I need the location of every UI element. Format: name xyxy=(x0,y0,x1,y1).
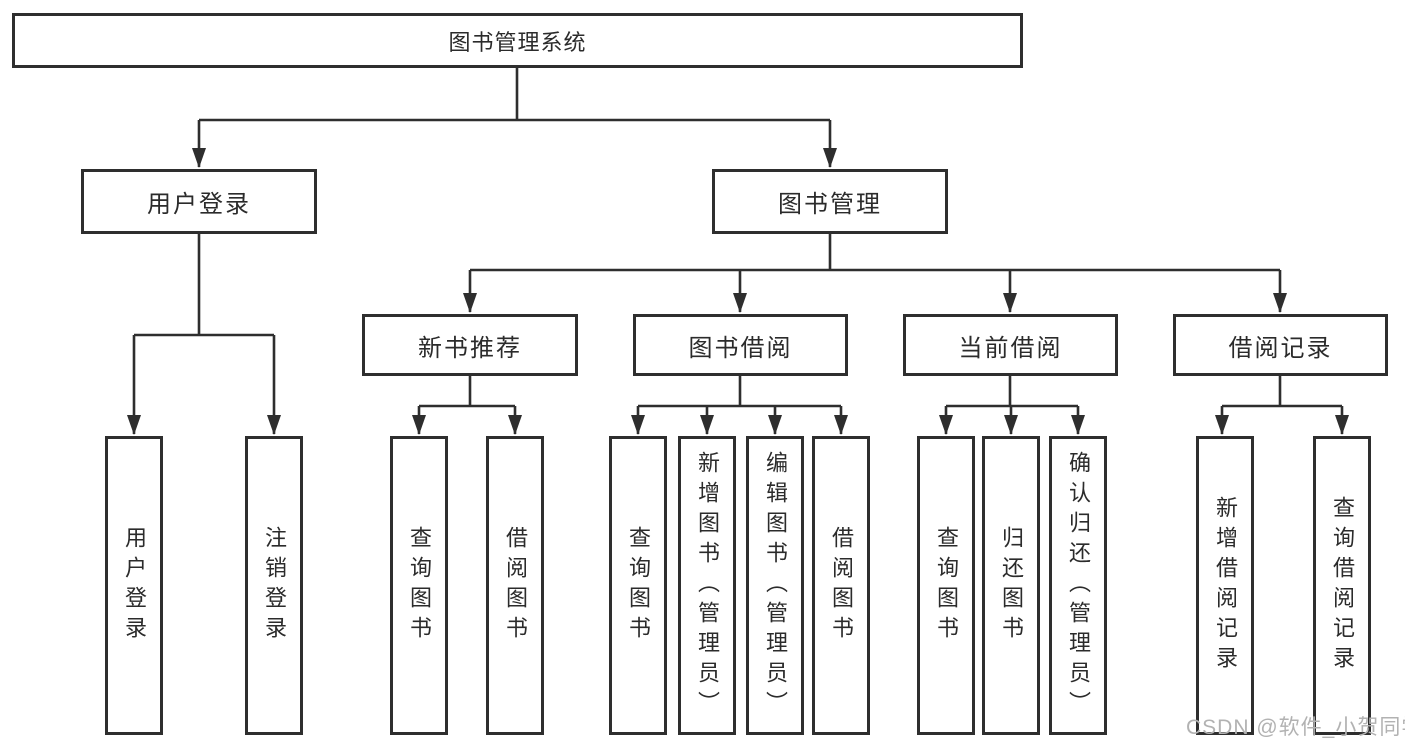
node-user-login: 用户登录 xyxy=(81,169,317,234)
leaf-query-books-2: 查询图书 xyxy=(609,436,667,735)
csdn-watermark: CSDN @软件_小贺同学 xyxy=(1186,716,1405,739)
node-borrowing-records: 借阅记录 xyxy=(1173,314,1388,376)
leaf-query-borrow-record-label: 查询借阅记录 xyxy=(1330,495,1355,676)
node-new-book-recommendation: 新书推荐 xyxy=(362,314,578,376)
leaf-confirm-return-admin: 确认归还（管理员） xyxy=(1049,436,1107,735)
leaf-borrow-books-2-label: 借阅图书 xyxy=(829,525,854,646)
leaf-add-borrow-record-label: 新增借阅记录 xyxy=(1213,495,1238,676)
leaf-add-borrow-record: 新增借阅记录 xyxy=(1196,436,1254,735)
leaf-logout: 注销登录 xyxy=(245,436,303,735)
leaf-query-borrow-record: 查询借阅记录 xyxy=(1313,436,1371,735)
leaf-query-books-3-label: 查询图书 xyxy=(934,525,959,646)
leaf-edit-book-admin: 编辑图书（管理员） xyxy=(746,436,804,735)
leaf-user-login: 用户登录 xyxy=(105,436,163,735)
node-library-management-system: 图书管理系统 xyxy=(12,13,1023,68)
node-book-management: 图书管理 xyxy=(712,169,948,234)
node-book-borrowing: 图书借阅 xyxy=(633,314,848,376)
leaf-edit-book-admin-label: 编辑图书（管理员） xyxy=(763,450,788,721)
leaf-query-books-1: 查询图书 xyxy=(390,436,448,735)
leaf-borrow-books-2: 借阅图书 xyxy=(812,436,870,735)
leaf-borrow-books-1: 借阅图书 xyxy=(486,436,544,735)
leaf-borrow-books-1-label: 借阅图书 xyxy=(503,525,528,646)
leaf-query-books-1-label: 查询图书 xyxy=(407,525,432,646)
leaf-logout-label: 注销登录 xyxy=(262,525,287,646)
leaf-confirm-return-admin-label: 确认归还（管理员） xyxy=(1066,450,1091,721)
node-current-borrowing: 当前借阅 xyxy=(903,314,1118,376)
leaf-add-book-admin-label: 新增图书（管理员） xyxy=(695,450,720,721)
leaf-query-books-3: 查询图书 xyxy=(917,436,975,735)
leaf-return-book-label: 归还图书 xyxy=(999,525,1024,646)
leaf-return-book: 归还图书 xyxy=(982,436,1040,735)
leaf-query-books-2-label: 查询图书 xyxy=(626,525,651,646)
leaf-user-login-label: 用户登录 xyxy=(122,525,147,646)
leaf-add-book-admin: 新增图书（管理员） xyxy=(678,436,736,735)
